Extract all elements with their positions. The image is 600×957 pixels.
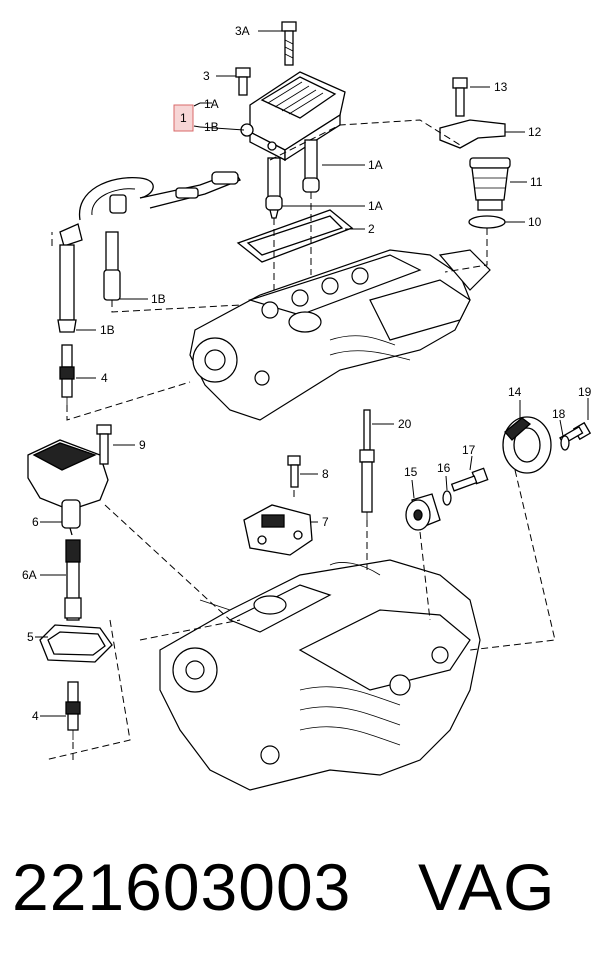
assembly-guides — [44, 119, 556, 761]
label-3a: 3A — [235, 24, 250, 38]
label-6: 6 — [32, 515, 39, 529]
highlight-box-1 — [173, 104, 194, 132]
exploded-parts-diagram: 3A 3 1 1A 1B 1A 1A 2 1B 1B 4 13 12 11 10… — [22, 21, 592, 791]
label-6a: 6A — [22, 568, 37, 582]
label-1a-right-2: 1A — [368, 199, 383, 213]
cylinder-head-top — [189, 249, 491, 421]
rubber-mount-15 — [405, 493, 441, 531]
coil-extension-6a — [64, 539, 82, 621]
footer-bar: 221603003 VAG — [0, 832, 600, 942]
spark-plug-4-top — [59, 344, 75, 405]
label-12: 12 — [528, 125, 542, 139]
bolt-3a — [281, 21, 297, 66]
label-3: 3 — [203, 69, 210, 83]
label-7: 7 — [322, 515, 329, 529]
washer-16 — [442, 490, 452, 506]
label-1: 1 — [180, 111, 187, 125]
part-number: 221603003 — [12, 850, 352, 924]
label-2: 2 — [368, 222, 375, 236]
label-18: 18 — [552, 407, 566, 421]
mount-11 — [469, 157, 511, 211]
label-1b-mid: 1B — [151, 292, 166, 306]
label-20: 20 — [398, 417, 412, 431]
spark-plug-4-bottom — [65, 681, 81, 740]
label-4-top: 4 — [101, 371, 108, 385]
ignition-wire-set — [57, 171, 241, 333]
ignition-coil-6 — [27, 439, 109, 536]
bolt-17 — [450, 467, 489, 492]
label-8: 8 — [322, 467, 329, 481]
brand-name: VAG — [418, 850, 556, 924]
washer-18 — [560, 435, 570, 451]
label-1a-right-1: 1A — [368, 158, 383, 172]
bolt-9 — [96, 424, 112, 465]
label-17: 17 — [462, 443, 476, 457]
leader-lines — [35, 30, 589, 717]
label-11: 11 — [530, 175, 543, 189]
clamp-14 — [502, 416, 552, 474]
bolt-8 — [287, 455, 301, 488]
label-10: 10 — [528, 215, 542, 229]
control-module-7 — [243, 504, 313, 556]
o-ring-10 — [468, 215, 506, 229]
label-13: 13 — [494, 80, 508, 94]
bolt-13 — [452, 77, 468, 117]
label-1b-top: 1B — [204, 120, 219, 134]
gasket-2 — [236, 209, 354, 263]
engine-block-bottom — [159, 559, 481, 791]
ignition-wire-plug-1a — [265, 139, 320, 219]
bolt-3 — [235, 67, 251, 96]
label-15: 15 — [404, 465, 418, 479]
label-4-bottom: 4 — [32, 709, 39, 723]
ignition-coil-pack — [240, 71, 346, 162]
label-16: 16 — [437, 461, 451, 475]
label-9: 9 — [139, 438, 146, 452]
sensor-20 — [359, 409, 375, 520]
label-19: 19 — [578, 385, 592, 399]
label-14: 14 — [508, 385, 522, 399]
label-1a-top: 1A — [204, 97, 219, 111]
label-1b-low: 1B — [100, 323, 115, 337]
bracket-12 — [439, 119, 506, 149]
label-5: 5 — [27, 630, 34, 644]
gasket-5 — [39, 624, 113, 663]
